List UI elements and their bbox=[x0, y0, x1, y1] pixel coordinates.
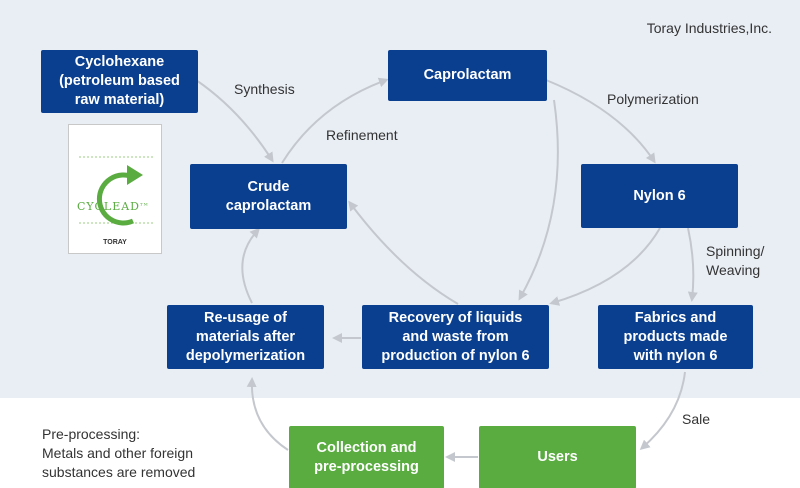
cycle-arrow-icon bbox=[79, 156, 155, 226]
arrow-sale bbox=[639, 371, 686, 450]
cyclead-logo: CYCLEADTM TORAY bbox=[68, 124, 162, 254]
preprocessing-note: Pre-processing: Metals and other foreign… bbox=[42, 426, 196, 480]
label-refinement: Refinement bbox=[326, 127, 398, 143]
arrow-caprolactam-to-recovery bbox=[518, 99, 559, 301]
label-polymerization: Polymerization bbox=[607, 91, 699, 107]
arrow-reusage-to-crude bbox=[241, 227, 261, 304]
label-synthesis: Synthesis bbox=[234, 81, 295, 97]
logo-maker: TORAY bbox=[103, 239, 127, 246]
logo-wordmark: CYCLEADTM bbox=[77, 200, 149, 213]
node-users: Users bbox=[479, 426, 636, 488]
arrow-nylon-to-recovery bbox=[549, 227, 661, 306]
arrow-spinning bbox=[687, 227, 698, 302]
node-recovery: Recovery of liquids and waste from produ… bbox=[362, 305, 549, 369]
company-name: Toray Industries,Inc. bbox=[646, 20, 772, 36]
node-collection: Collection and pre-processing bbox=[289, 426, 444, 488]
node-reusage: Re-usage of materials after depolymeriza… bbox=[167, 305, 324, 369]
arrow-refinement bbox=[281, 77, 389, 164]
arrow-recovery-to-crude bbox=[348, 200, 459, 305]
node-crude-caprolactam: Crude caprolactam bbox=[190, 164, 347, 229]
arrow-collection-to-reusage bbox=[246, 377, 289, 451]
label-spinning-weaving: Spinning/ Weaving bbox=[706, 243, 765, 278]
node-caprolactam: Caprolactam bbox=[388, 50, 547, 101]
node-fabrics: Fabrics and products made with nylon 6 bbox=[598, 305, 753, 369]
arrow-polymerization bbox=[545, 79, 656, 164]
arrow-synthesis bbox=[195, 79, 274, 163]
label-sale: Sale bbox=[682, 411, 711, 427]
node-cyclohexane: Cyclohexane (petroleum based raw materia… bbox=[41, 50, 198, 113]
node-nylon6: Nylon 6 bbox=[581, 164, 738, 228]
